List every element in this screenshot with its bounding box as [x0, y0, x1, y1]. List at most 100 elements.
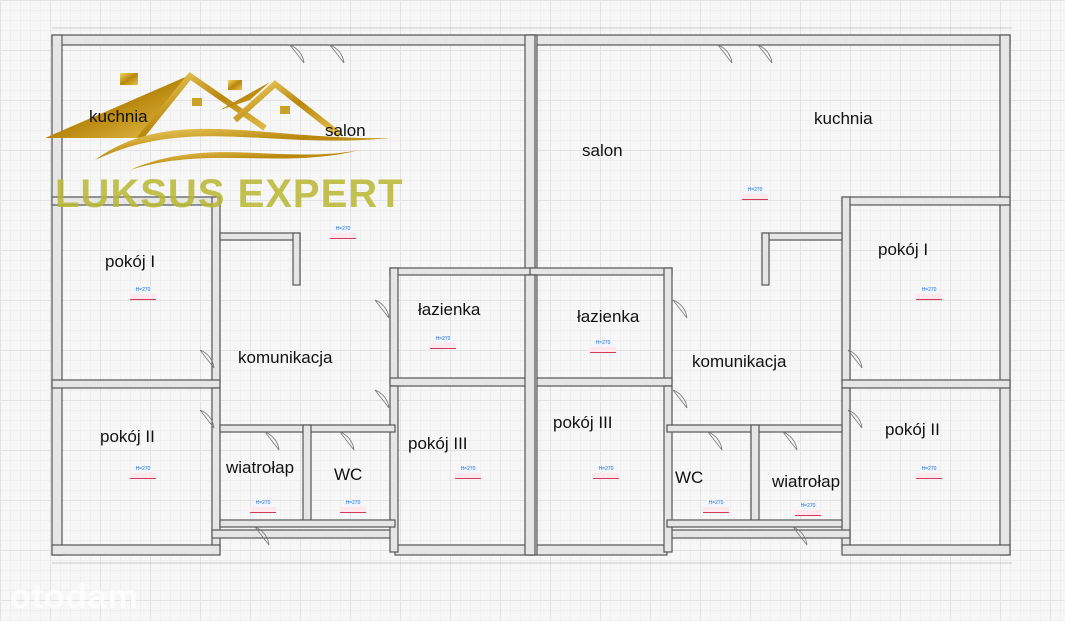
wall: [761, 232, 843, 241]
wall: [211, 196, 221, 383]
wall: [211, 529, 396, 539]
door-swing: [717, 44, 733, 64]
room-height-label: H=270: [919, 287, 939, 293]
room-label: pokój I: [105, 252, 156, 271]
room-area-tag: H=270: [916, 466, 942, 479]
room-height-label: H=270: [919, 466, 939, 472]
room-label: komunikacja: [692, 352, 787, 371]
room-area-value: [130, 294, 156, 300]
room-area-value: [340, 507, 366, 513]
wall: [841, 196, 851, 383]
room-height-label: H=270: [433, 336, 453, 342]
wall: [841, 544, 1011, 556]
door-swing: [672, 389, 688, 409]
door-swing: [289, 44, 305, 64]
room-label: kuchnia: [89, 107, 148, 126]
room-label: pokój II: [885, 420, 940, 439]
door-swing: [199, 349, 215, 369]
room-height-label: H=270: [745, 187, 765, 193]
room-label: pokój III: [408, 434, 468, 453]
wall: [51, 34, 533, 46]
door-swing: [329, 44, 345, 64]
room-height-label: H=270: [596, 466, 616, 472]
door-swing: [707, 431, 723, 451]
room-area-tag: H=270: [703, 500, 729, 513]
room-label: pokój I: [878, 240, 929, 259]
wall: [841, 196, 1011, 206]
door-swing: [374, 389, 390, 409]
wall: [666, 519, 843, 528]
wall: [292, 232, 301, 286]
room-height-label: H=270: [706, 500, 726, 506]
room-height-label: H=270: [133, 466, 153, 472]
wall: [394, 544, 533, 556]
door-swing: [254, 526, 270, 546]
room-area-tag: H=270: [916, 287, 942, 300]
room-area-value: [250, 507, 276, 513]
room-area-value: [330, 233, 356, 239]
wall: [219, 232, 301, 241]
wall: [211, 387, 221, 549]
room-area-value: [916, 473, 942, 479]
door-swing: [339, 431, 355, 451]
wall: [841, 387, 851, 549]
room-label: komunikacja: [238, 348, 333, 367]
wall: [529, 34, 1011, 46]
wall: [51, 379, 221, 389]
room-area-tag: H=270: [250, 500, 276, 513]
room-label: wiatrołap: [772, 472, 841, 491]
room-height-label: H=270: [133, 287, 153, 293]
logo-houses-icon: [45, 71, 390, 170]
wall: [219, 519, 396, 528]
room-label: salon: [325, 121, 366, 140]
door-swing: [374, 299, 390, 319]
wall: [389, 385, 399, 553]
room-label: WC: [334, 465, 363, 484]
room-label: pokój III: [553, 413, 613, 432]
room-area-tag: H=270: [130, 287, 156, 300]
room-area-tag: H=270: [330, 226, 356, 239]
room-area-value: [703, 507, 729, 513]
room-height-label: H=270: [458, 466, 478, 472]
door-swing: [264, 431, 280, 451]
wall: [663, 385, 673, 553]
wall: [524, 34, 536, 276]
room-area-tag: H=270: [593, 466, 619, 479]
door-swing: [847, 409, 863, 429]
wall: [51, 544, 221, 556]
door-swing: [792, 526, 808, 546]
wall: [663, 267, 673, 384]
wall: [389, 377, 533, 387]
door-swing: [757, 44, 773, 64]
room-label: pokój II: [100, 427, 155, 446]
room-area-tag: H=270: [340, 500, 366, 513]
door-swing: [672, 299, 688, 319]
door-swing: [847, 349, 863, 369]
room-label: łazienka: [577, 307, 640, 326]
wall: [750, 424, 760, 526]
wall: [389, 267, 399, 384]
room-area-value: [742, 194, 768, 200]
wall: [841, 379, 1011, 389]
room-label: WC: [675, 468, 704, 487]
room-height-label: H=270: [343, 500, 363, 506]
room-area-tag: H=270: [430, 336, 456, 349]
room-area-tag: H=270: [590, 340, 616, 353]
room-height-label: H=270: [593, 340, 613, 346]
room-height-label: H=270: [798, 503, 818, 509]
wall: [761, 232, 770, 286]
room-label: wiatrołap: [226, 458, 295, 477]
room-area-tag: H=270: [742, 187, 768, 200]
room-area-tag: H=270: [795, 503, 821, 516]
wall: [529, 544, 668, 556]
room-area-tag: H=270: [455, 466, 481, 479]
room-height-label: H=270: [333, 226, 353, 232]
room-area-value: [430, 343, 456, 349]
wall: [529, 267, 673, 276]
wall: [529, 377, 673, 387]
logo-text: LUKSUS EXPERT: [55, 172, 404, 216]
room-area-value: [916, 294, 942, 300]
watermark: otodam: [10, 578, 139, 616]
wall: [524, 274, 536, 556]
